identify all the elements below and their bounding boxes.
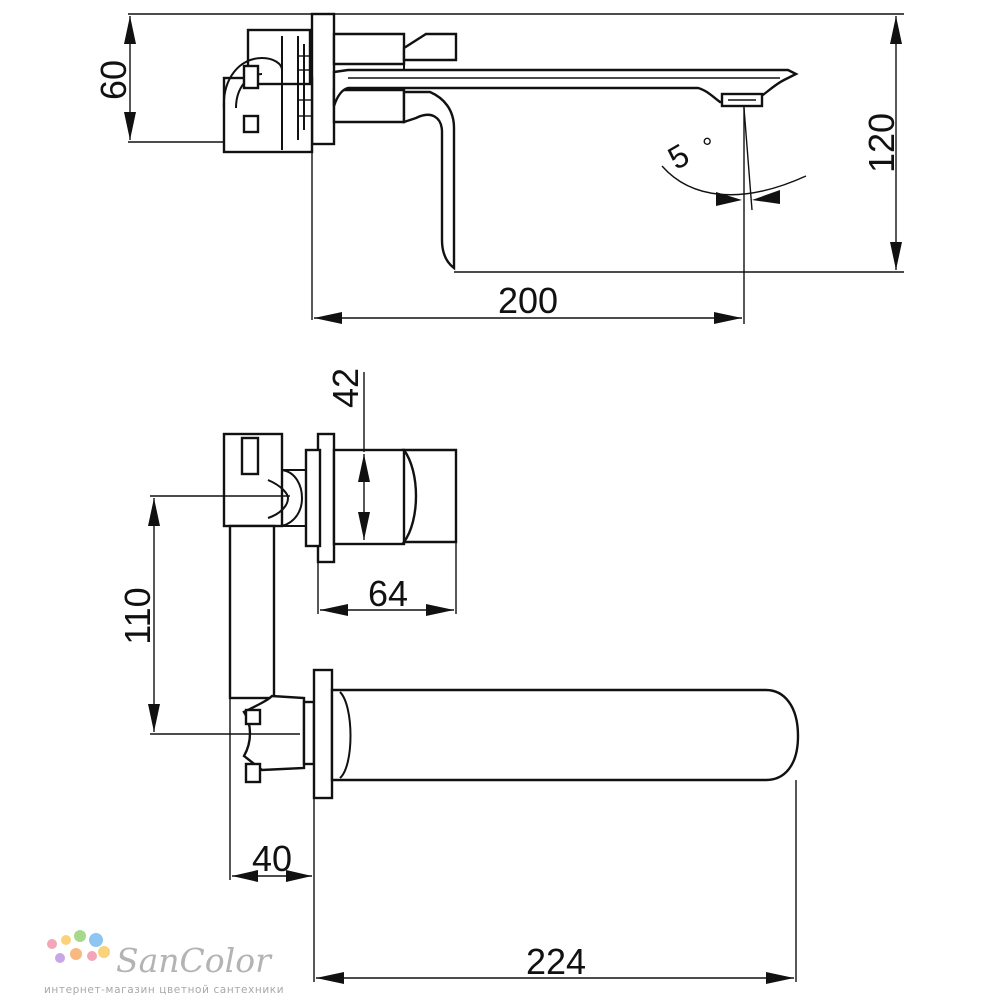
side-spout [332,68,799,108]
logo-dot [61,935,71,945]
dim-side-200: 200 [314,280,742,324]
top-spout-assembly [242,668,800,800]
brand-logo-dots [47,930,110,963]
logo-dot [98,946,110,958]
brand-name: SanColor [116,941,273,980]
dim-side-120-label: 120 [861,113,902,173]
dim-side-60-label: 60 [93,60,134,100]
top-connecting-pipe [228,524,276,700]
dim-top-64-label: 64 [368,573,408,614]
side-view: 60 120 200 5 ° [93,12,904,324]
dim-top-42: 42 [325,368,370,540]
dim-side-200-label: 200 [498,280,558,321]
dim-side-60: 60 [93,16,136,140]
logo-dot [89,933,103,947]
dim-top-224: 224 [316,941,794,984]
top-handle-assembly [222,432,458,564]
dim-side-120: 120 [861,16,902,270]
dim-top-42-label: 42 [325,368,366,408]
side-handle [332,32,458,271]
dim-top-224-label: 224 [526,941,586,982]
dim-top-64: 64 [320,573,454,616]
logo-dot [74,930,86,942]
dim-top-40: 40 [232,838,312,882]
degree-symbol: ° [702,132,712,162]
brand-watermark: SanColor интернет-магазин цветной сантех… [44,930,284,996]
side-concealed-body [222,28,314,154]
dim-spout-angle: 5 ° [661,132,807,206]
dim-top-110-label: 110 [117,587,158,644]
logo-dot [87,951,97,961]
dim-top-110: 110 [117,498,160,732]
logo-dot [47,939,57,949]
logo-dot [55,953,65,963]
brand-tagline: интернет-магазин цветной сантехники [44,984,284,996]
top-view: 42 110 64 40 224 [117,368,800,984]
dim-top-40-label: 40 [252,838,292,879]
side-wall-flange [310,12,336,320]
logo-dot [70,948,82,960]
